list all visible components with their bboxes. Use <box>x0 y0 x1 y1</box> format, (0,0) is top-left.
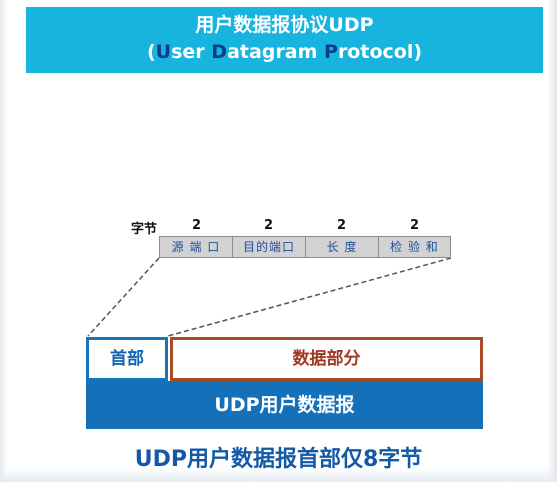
caption: UDP用户数据报首部仅8字节 <box>134 447 423 472</box>
subtitle-atagram: atagram <box>227 41 324 63</box>
subtitle-u: U <box>155 41 172 63</box>
banner-subtitle: (User Datagram Protocol) <box>26 40 543 64</box>
bottom-fade <box>0 468 557 482</box>
right-edge-shade <box>547 0 557 482</box>
left-guide-line <box>87 257 160 337</box>
subtitle-ser: ser <box>171 41 212 63</box>
subtitle-d: D <box>211 41 228 63</box>
field-bytes-dst-port: 2 <box>264 218 274 233</box>
subtitle-p: P <box>324 41 338 63</box>
subtitle-rotocol: rotocol) <box>337 41 423 63</box>
field-src-port: 源 端 口 <box>159 236 233 258</box>
field-bytes-checksum: 2 <box>410 218 420 233</box>
field-dst-port: 目的端口 <box>232 236 306 258</box>
udp-datagram-bar: UDP用户数据报 <box>86 381 483 429</box>
udp-data-box: 数据部分 <box>170 337 483 381</box>
title-banner: 用户数据报协议UDP (User Datagram Protocol) <box>26 7 543 73</box>
bytes-caption: 字节 <box>131 222 158 237</box>
banner-title: 用户数据报协议UDP <box>195 14 374 36</box>
subtitle-open: ( <box>146 41 156 63</box>
udp-header-box: 首部 <box>86 337 168 381</box>
field-checksum: 检 验 和 <box>378 236 451 258</box>
left-edge-shade <box>0 0 8 482</box>
field-bytes-src-port: 2 <box>192 218 202 233</box>
field-length: 长 度 <box>305 236 379 258</box>
field-bytes-length: 2 <box>337 218 347 233</box>
right-guide-line <box>167 257 452 337</box>
